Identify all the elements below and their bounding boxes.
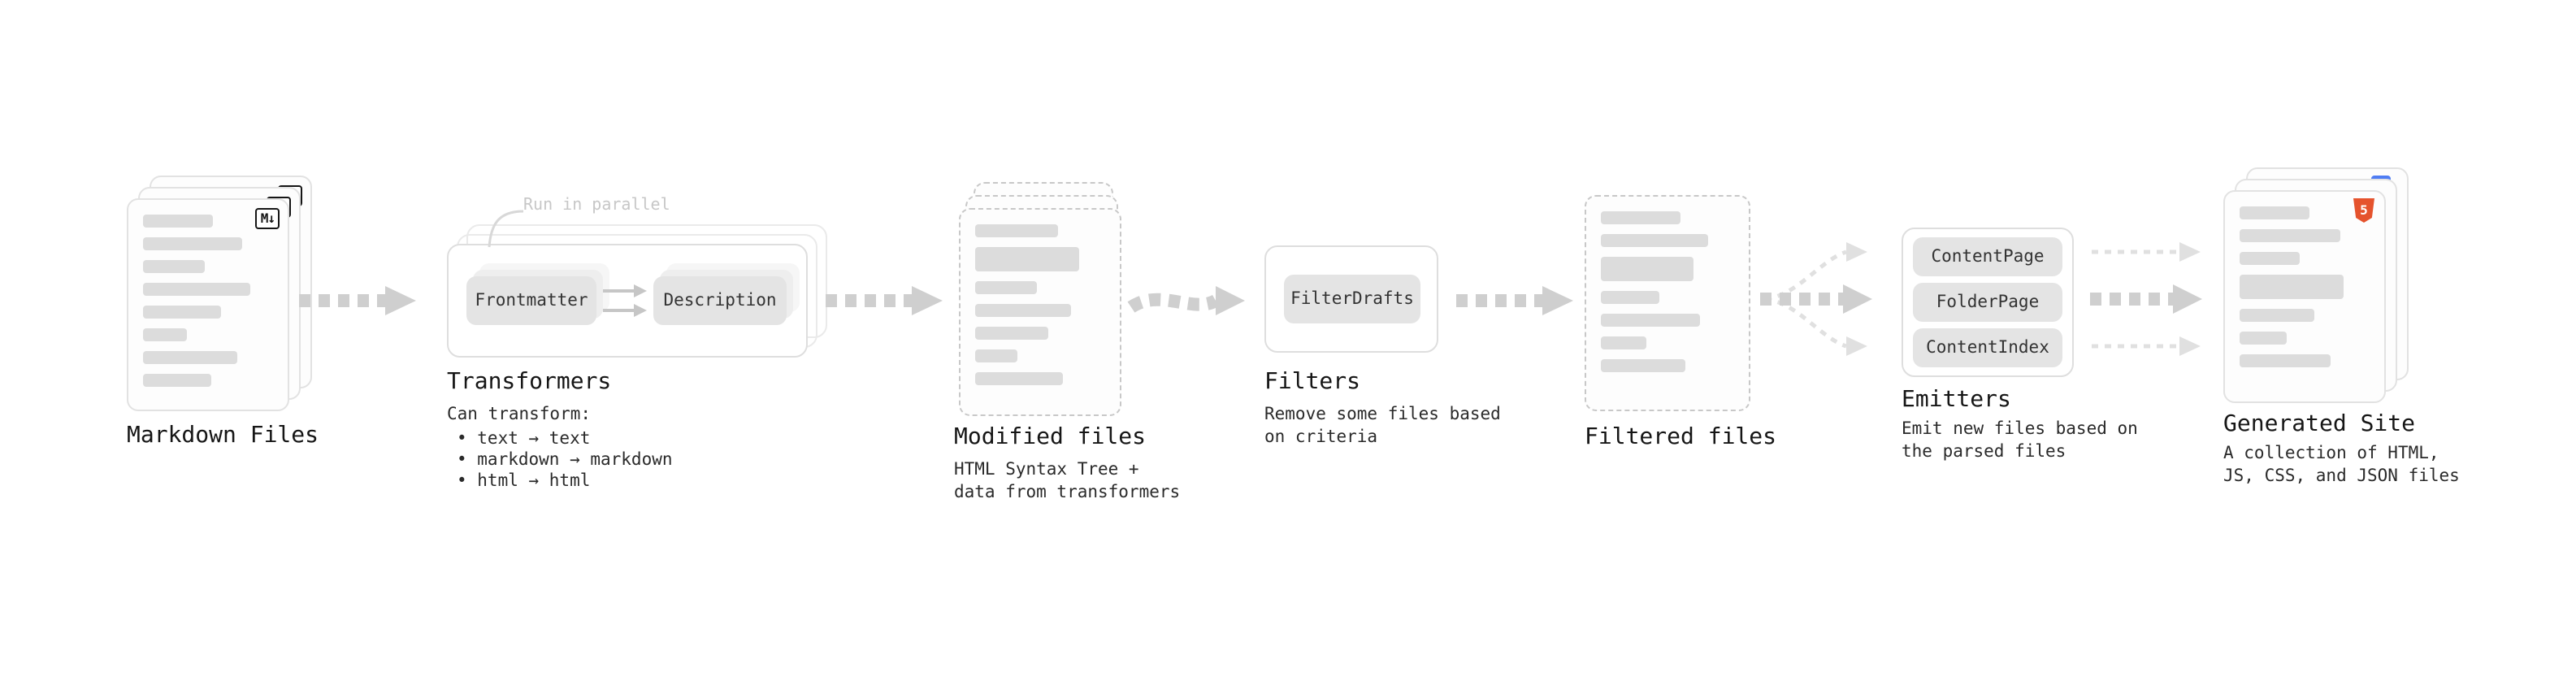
markdown-files-title: Markdown Files bbox=[127, 423, 319, 449]
run-in-parallel-label: Run in parallel bbox=[523, 197, 670, 215]
text-block bbox=[2240, 275, 2344, 299]
text-line bbox=[2240, 332, 2287, 345]
transformers-bullet: • text → text bbox=[457, 429, 591, 449]
file-content-placeholder bbox=[975, 224, 1105, 385]
text-line bbox=[2240, 206, 2310, 219]
arrow-filters-to-filtered bbox=[1456, 286, 1573, 315]
text-line bbox=[143, 283, 250, 296]
transformers-title: Transformers bbox=[447, 369, 612, 395]
text-line bbox=[143, 237, 242, 250]
arrow-modified-to-filters bbox=[1127, 286, 1245, 315]
transformer-node-description: Description bbox=[653, 276, 787, 325]
text-line bbox=[1601, 359, 1686, 372]
emitter-node-contentindex: ContentIndex bbox=[1913, 328, 2062, 367]
text-line bbox=[975, 327, 1048, 340]
emitters-caption: Emit new files based on the parsed files bbox=[1902, 419, 2138, 461]
file-content-placeholder bbox=[1601, 211, 1734, 372]
modified-files-caption: HTML Syntax Tree + data from transformer… bbox=[954, 460, 1181, 501]
text-line bbox=[143, 351, 237, 364]
callout-line bbox=[488, 210, 524, 248]
transformers-bullet: • html → html bbox=[457, 471, 591, 491]
arrows-filtered-to-emitters bbox=[1760, 242, 1872, 356]
text-line bbox=[975, 372, 1064, 385]
filters-caption: Remove some files based on criteria bbox=[1264, 405, 1501, 446]
text-line bbox=[143, 374, 211, 387]
text-line bbox=[1601, 336, 1646, 349]
text-line bbox=[1601, 291, 1660, 304]
site-file-card-front: 5 bbox=[2223, 190, 2386, 403]
transformer-node-frontmatter: Frontmatter bbox=[466, 276, 596, 325]
modified-file-card-front bbox=[959, 208, 1121, 416]
text-line bbox=[2240, 309, 2315, 322]
file-content-placeholder bbox=[2240, 206, 2370, 367]
text-block bbox=[975, 247, 1079, 271]
arrow-markdown-to-transformers bbox=[299, 286, 416, 315]
text-line bbox=[1601, 234, 1708, 247]
transformers-bullet: • markdown → markdown bbox=[457, 450, 673, 470]
text-line bbox=[975, 349, 1017, 362]
generated-site-title: Generated Site bbox=[2223, 411, 2416, 437]
text-line bbox=[143, 306, 221, 319]
text-line bbox=[143, 328, 188, 341]
text-line bbox=[1601, 314, 1700, 327]
text-line bbox=[143, 215, 214, 228]
text-line bbox=[975, 304, 1072, 317]
filtered-files-title: Filtered files bbox=[1585, 424, 1777, 450]
generated-site-caption: A collection of HTML, JS, CSS, and JSON … bbox=[2223, 444, 2460, 485]
filtered-file-card bbox=[1585, 195, 1750, 411]
text-line bbox=[1601, 211, 1681, 224]
text-line bbox=[975, 224, 1059, 237]
text-line bbox=[2240, 252, 2300, 265]
arrow-transformers-to-modified bbox=[826, 286, 943, 315]
modified-files-title: Modified files bbox=[954, 424, 1147, 450]
parallel-flow-arrows bbox=[603, 284, 647, 317]
markdown-icon: M↓ bbox=[255, 208, 280, 229]
markdown-file-card-front: M↓ bbox=[127, 198, 289, 411]
emitter-node-folderpage: FolderPage bbox=[1913, 283, 2062, 322]
text-line bbox=[975, 281, 1038, 294]
file-content-placeholder bbox=[143, 215, 273, 387]
filter-node-filterdrafts: FilterDrafts bbox=[1284, 275, 1420, 323]
transformers-caption: Can transform: bbox=[447, 405, 592, 424]
text-line bbox=[143, 260, 206, 273]
text-block bbox=[1601, 257, 1694, 281]
filters-title: Filters bbox=[1264, 369, 1361, 395]
emitter-node-contentpage: ContentPage bbox=[1913, 237, 2062, 276]
text-line bbox=[2240, 229, 2341, 242]
arrows-emitters-to-site bbox=[2090, 242, 2202, 356]
text-line bbox=[2240, 354, 2331, 367]
emitters-title: Emitters bbox=[1902, 387, 2011, 413]
